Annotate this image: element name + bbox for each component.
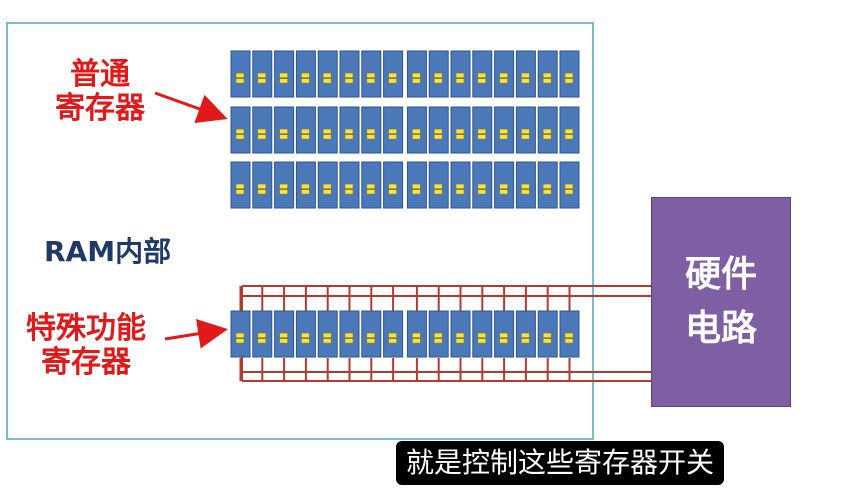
register-cell — [537, 106, 558, 154]
register-cell — [361, 50, 382, 98]
register-cell — [339, 50, 360, 98]
register-cell — [537, 50, 558, 98]
register-cell — [494, 161, 515, 209]
register-cell — [383, 50, 404, 98]
special-register-bank — [230, 310, 580, 358]
special-register-cell — [274, 310, 295, 358]
register-cell — [252, 161, 273, 209]
register-cell — [428, 50, 449, 98]
special-register-cell — [450, 310, 471, 358]
register-cell — [317, 106, 338, 154]
general-register-label: 普通 寄存器 — [44, 58, 156, 126]
hardware-circuit-box: 硬件 电路 — [651, 197, 791, 407]
register-cell — [361, 106, 382, 154]
register-cell — [274, 50, 295, 98]
register-cell — [361, 161, 382, 209]
special-register-cell — [361, 310, 382, 358]
special-register-cell — [317, 310, 338, 358]
register-cell — [559, 50, 580, 98]
register-cell — [383, 106, 404, 154]
register-cell — [383, 161, 404, 209]
register-cell — [230, 50, 251, 98]
general-register-label-line2: 寄存器 — [55, 91, 145, 126]
general-register-bank — [230, 50, 580, 209]
register-cell — [295, 50, 316, 98]
register-cell — [317, 161, 338, 209]
register-cell — [494, 50, 515, 98]
register-cell — [428, 106, 449, 154]
register-cell — [428, 161, 449, 209]
special-register-label-line2: 寄存器 — [41, 345, 131, 380]
general-register-label-line1: 普通 — [70, 57, 130, 92]
register-cell — [317, 50, 338, 98]
special-register-cell — [406, 310, 427, 358]
register-cell — [515, 50, 536, 98]
register-cell — [472, 50, 493, 98]
register-cell — [494, 106, 515, 154]
register-cell — [230, 161, 251, 209]
special-register-cell — [494, 310, 515, 358]
hardware-label-line2: 电路 — [684, 308, 757, 349]
register-cell — [450, 106, 471, 154]
register-cell — [472, 161, 493, 209]
register-cell — [252, 106, 273, 154]
register-cell — [537, 161, 558, 209]
special-register-cell — [252, 310, 273, 358]
special-register-cell — [383, 310, 404, 358]
register-cell — [252, 50, 273, 98]
register-cell — [274, 161, 295, 209]
register-cell — [559, 106, 580, 154]
register-cell — [274, 106, 295, 154]
ram-inside-label: RAM内部 — [44, 235, 172, 268]
register-cell — [295, 161, 316, 209]
hardware-label-line1: 硬件 — [684, 254, 757, 295]
special-register-label: 特殊功能 寄存器 — [12, 312, 160, 380]
register-cell — [515, 106, 536, 154]
special-register-cell — [537, 310, 558, 358]
register-cell — [339, 161, 360, 209]
special-register-arrow — [164, 318, 228, 349]
register-cell — [339, 106, 360, 154]
general-register-arrow — [154, 91, 228, 124]
register-cell — [450, 50, 471, 98]
register-cell — [406, 106, 427, 154]
register-cell — [450, 161, 471, 209]
register-cell — [559, 161, 580, 209]
special-register-cell — [559, 310, 580, 358]
register-cell — [515, 161, 536, 209]
subtitle-caption: 就是控制这些寄存器开关 — [396, 441, 725, 485]
special-register-cell — [230, 310, 251, 358]
register-cell — [406, 50, 427, 98]
special-register-cell — [295, 310, 316, 358]
register-cell — [472, 106, 493, 154]
special-register-cell — [472, 310, 493, 358]
register-cell — [295, 106, 316, 154]
register-cell — [406, 161, 427, 209]
special-register-cell — [428, 310, 449, 358]
special-register-cell — [339, 310, 360, 358]
special-register-cell — [515, 310, 536, 358]
special-register-label-line1: 特殊功能 — [26, 311, 146, 346]
register-cell — [230, 106, 251, 154]
